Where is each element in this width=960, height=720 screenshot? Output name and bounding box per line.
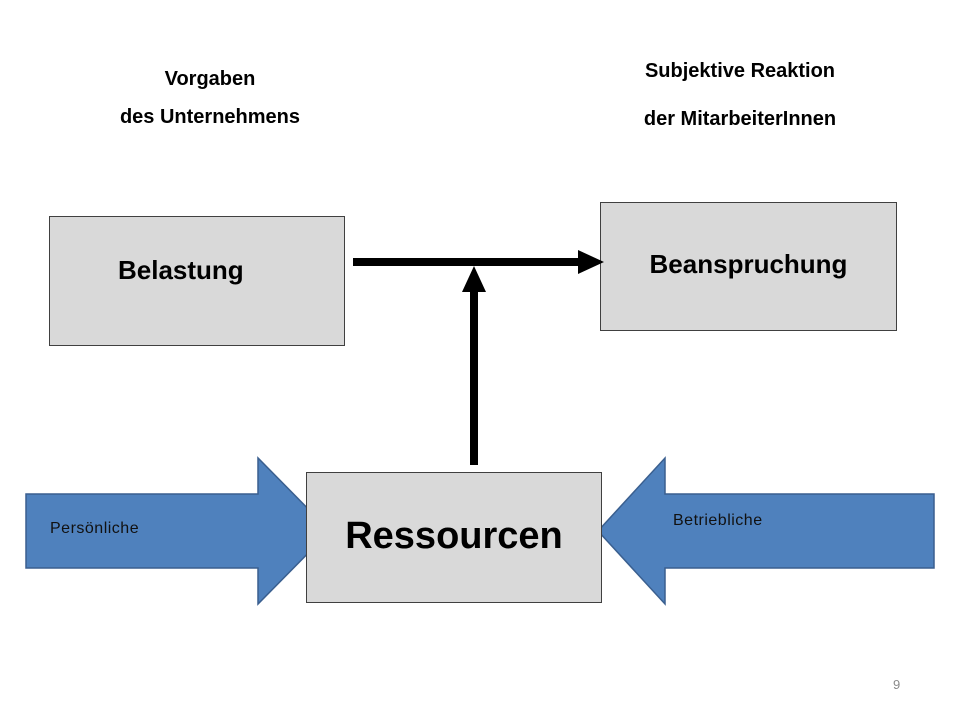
arrow-ressourcen-up-head — [462, 266, 486, 292]
arrow-persoenliche — [25, 456, 332, 606]
caption-subjektive-line-1: Subjektive Reaktion — [644, 60, 836, 82]
page-number: 9 — [893, 677, 901, 692]
label-betriebliche: Betriebliche — [673, 512, 763, 529]
label-persoenliche: Persönliche — [50, 520, 140, 537]
caption-subjektive-line-2: der MitarbeiterInnen — [643, 108, 837, 130]
box-beanspruchung-label: Beanspruchung — [649, 249, 848, 279]
box-belastung: Belastung — [49, 216, 345, 346]
caption-vorgaben-line-1: Vorgaben — [164, 68, 256, 90]
box-beanspruchung: Beanspruchung — [600, 202, 897, 331]
caption-vorgaben: Vorgaben des Unternehmens — [60, 66, 360, 130]
box-ressourcen: Ressourcen — [306, 472, 602, 603]
caption-subjektive-reaktion: Subjektive Reaktion der MitarbeiterInnen — [590, 58, 890, 132]
caption-vorgaben-line-2: des Unternehmens — [119, 106, 301, 128]
arrow-belastung-to-beanspruchung-head — [578, 250, 604, 274]
box-ressourcen-label: Ressourcen — [345, 515, 563, 557]
arrow-betriebliche — [596, 456, 935, 606]
box-belastung-label: Belastung — [118, 255, 244, 285]
